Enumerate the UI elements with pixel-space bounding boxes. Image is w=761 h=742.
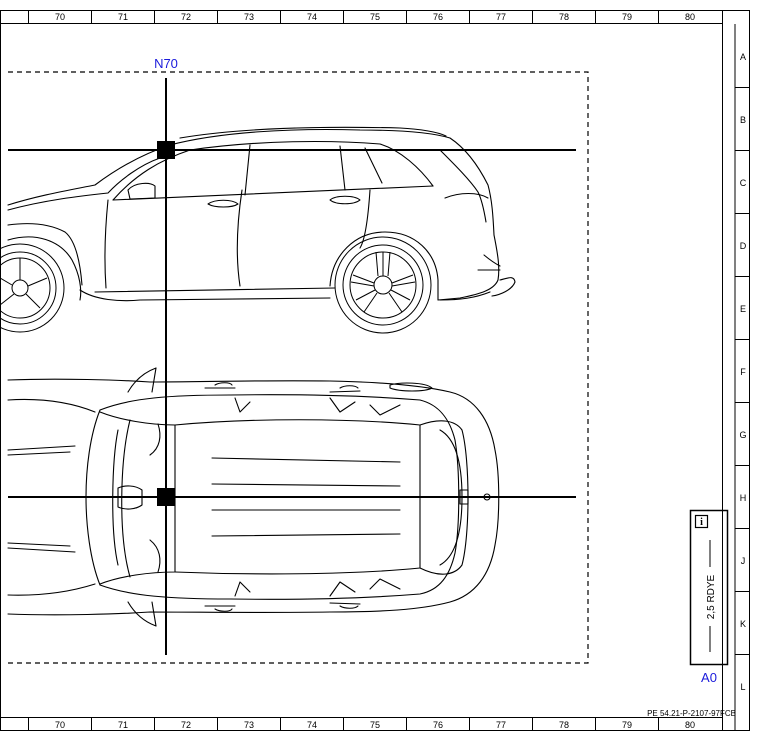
drawing-frame (0, 10, 750, 731)
col-label: 75 (370, 720, 380, 730)
col-label: 73 (244, 12, 254, 22)
vehicle-side-view (7, 126, 516, 302)
front-wheel-side (0, 243, 65, 333)
col-label: 72 (181, 12, 191, 22)
info-box: i 2,5 RDYE (689, 509, 729, 666)
col-label: 74 (307, 12, 317, 22)
row-label: J (741, 556, 746, 566)
col-label: 78 (559, 720, 569, 730)
col-label: 76 (433, 720, 443, 730)
col-label: 78 (559, 12, 569, 22)
row-label: A (740, 52, 746, 62)
col-label: 71 (118, 720, 128, 730)
col-label: 73 (244, 720, 254, 730)
col-label: 71 (118, 12, 128, 22)
row-label: H (740, 493, 747, 503)
col-label: 77 (496, 12, 506, 22)
rear-wheel-side (334, 236, 432, 334)
info-box-text: 2,5 RDYE (706, 574, 717, 619)
document-code: PE 54.21-P-2107-97FCB (647, 709, 736, 718)
col-label: 76 (433, 12, 443, 22)
row-label: C (740, 178, 747, 188)
info-box-label: A0 (701, 670, 717, 685)
row-labels: A B C D E F G H J K L (739, 52, 746, 692)
col-label: 79 (622, 720, 632, 730)
col-label: 79 (622, 12, 632, 22)
column-labels-top: 70 71 72 73 74 75 76 77 78 79 80 (55, 12, 695, 22)
col-label: 75 (370, 12, 380, 22)
component-label-n70: N70 (154, 56, 178, 71)
column-labels-bottom: 70 71 72 73 74 75 76 77 78 79 80 (55, 720, 695, 730)
row-label: F (740, 367, 746, 377)
col-label: 72 (181, 720, 191, 730)
col-label: 80 (685, 720, 695, 730)
column-dividers (28, 10, 659, 730)
row-label: E (740, 304, 746, 314)
row-label: L (740, 682, 745, 692)
col-label: 80 (685, 12, 695, 22)
row-label: B (740, 115, 746, 125)
row-label: G (739, 430, 746, 440)
row-label: K (740, 619, 746, 629)
col-label: 74 (307, 720, 317, 730)
component-marker-top[interactable] (157, 488, 175, 506)
col-label: 70 (55, 12, 65, 22)
info-icon[interactable]: i (694, 514, 709, 529)
row-label: D (740, 241, 747, 251)
reference-lines (8, 78, 576, 655)
col-label: 77 (496, 720, 506, 730)
component-marker-side[interactable] (157, 141, 175, 159)
svg-text:i: i (700, 517, 703, 528)
row-dividers (734, 24, 750, 730)
detail-boundary (8, 71, 589, 664)
col-label: 70 (55, 720, 65, 730)
